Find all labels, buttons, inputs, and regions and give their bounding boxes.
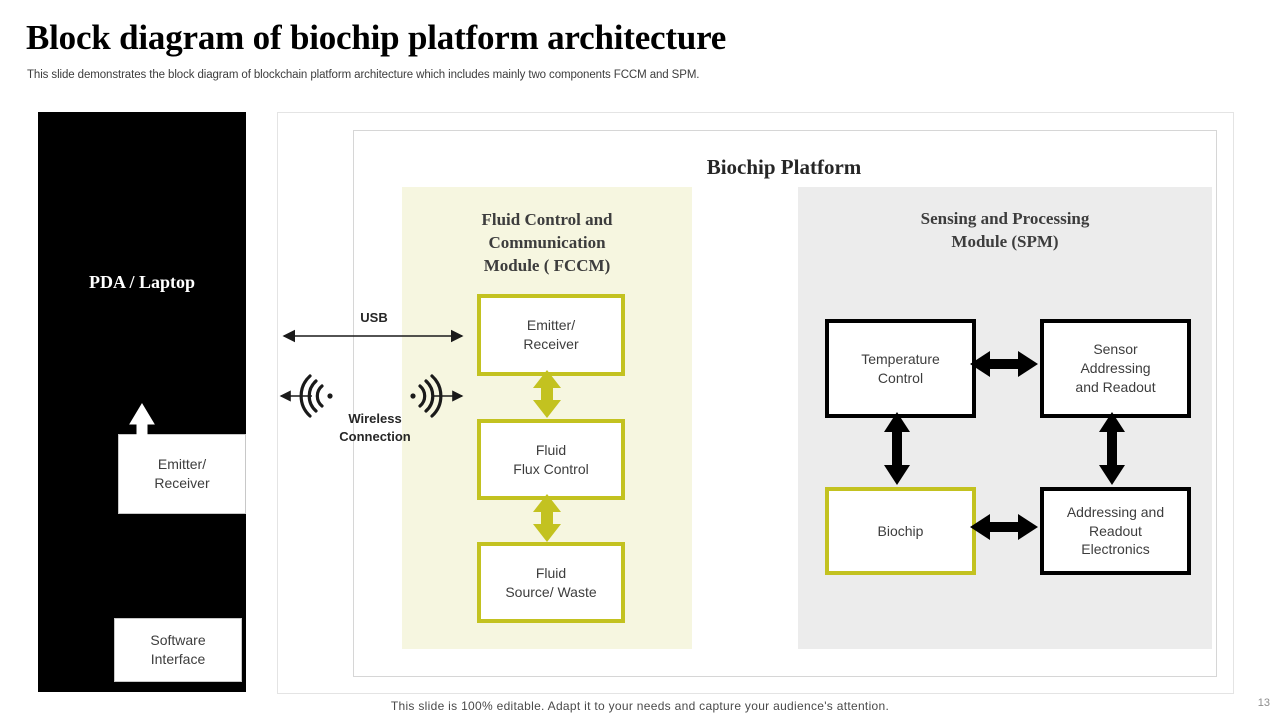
- box-fccm-fluid-source-waste[interactable]: Fluid Source/ Waste: [477, 542, 625, 623]
- box-label: Fluid Flux Control: [513, 441, 588, 479]
- box-fccm-fluid-flux-control[interactable]: Fluid Flux Control: [477, 419, 625, 500]
- box-line-1: Fluid: [535, 564, 567, 581]
- page-subtitle: This slide demonstrates the block diagra…: [27, 69, 700, 81]
- label-usb: USB: [360, 310, 388, 325]
- box-line-1: Addressing and: [1066, 503, 1165, 520]
- spm-heading-line-1: Sensing and Processing: [920, 209, 1090, 228]
- box-label: Emitter/ Receiver: [523, 316, 578, 354]
- box-biochip[interactable]: Biochip: [825, 487, 976, 575]
- box-line-2: Addressing: [1080, 360, 1151, 377]
- spm-panel: [798, 187, 1212, 649]
- fccm-heading: Fluid Control and Communication Module (…: [412, 209, 682, 278]
- page-title: Block diagram of biochip platform archit…: [26, 18, 727, 57]
- biochip-platform-title: Biochip Platform: [706, 155, 862, 179]
- fccm-heading-line-1: Fluid Control and: [481, 210, 613, 229]
- pda-laptop-title: PDA / Laptop: [88, 272, 196, 292]
- box-label: Sensor Addressing and Readout: [1075, 340, 1155, 397]
- label-wireless-connection: Wireless Connection: [310, 410, 440, 445]
- box-label: Addressing and Readout Electronics: [1067, 503, 1164, 560]
- fccm-heading-line-3: Module ( FCCM): [483, 255, 611, 275]
- box-line-2: Receiver: [154, 475, 210, 491]
- box-line-3: and Readout: [1075, 378, 1156, 395]
- box-line-1: Temperature: [861, 350, 940, 367]
- box-line-1: Sensor: [1093, 341, 1138, 358]
- page-number: 13: [1257, 697, 1270, 709]
- box-line-1: Emitter/: [526, 317, 576, 334]
- box-emitter-receiver-left[interactable]: Emitter/ Receiver: [118, 434, 246, 514]
- box-label: Emitter/ Receiver: [154, 455, 209, 493]
- spm-heading: Sensing and Processing Module (SPM): [808, 208, 1202, 254]
- box-line-3: Electronics: [1081, 541, 1150, 558]
- box-fccm-emitter-receiver[interactable]: Emitter/ Receiver: [477, 294, 625, 376]
- wireless-line-2: Connection: [339, 428, 411, 444]
- box-line-2: Source/ Waste: [505, 583, 597, 600]
- box-line-2: Flux Control: [513, 460, 589, 477]
- box-line-2: Receiver: [523, 336, 579, 352]
- box-line-2: Control: [877, 369, 924, 386]
- box-label: Biochip: [878, 522, 924, 541]
- box-software-interface[interactable]: Software Interface: [114, 618, 242, 682]
- pda-laptop-panel: PDA / Laptop Emitter/ Receiver Software …: [38, 112, 246, 692]
- box-line-1: Biochip: [877, 522, 924, 539]
- box-label: Software Interface: [150, 631, 205, 669]
- box-line-1: Software: [150, 632, 206, 649]
- box-line-2: Readout: [1089, 522, 1142, 539]
- box-label: Temperature Control: [861, 350, 940, 388]
- box-label: Fluid Source/ Waste: [505, 564, 596, 602]
- fccm-heading-line-2: Communication: [488, 232, 606, 252]
- box-line-1: Emitter/: [157, 456, 207, 473]
- box-line-2: Interface: [150, 651, 206, 667]
- box-line-1: Fluid: [535, 441, 567, 458]
- wireless-line-1: Wireless: [348, 411, 402, 426]
- box-addressing-readout-electronics[interactable]: Addressing and Readout Electronics: [1040, 487, 1191, 575]
- spm-heading-line-2: Module (SPM): [951, 231, 1059, 251]
- box-sensor-addressing-readout[interactable]: Sensor Addressing and Readout: [1040, 319, 1191, 418]
- footer-note: This slide is 100% editable. Adapt it to…: [390, 699, 890, 713]
- box-temperature-control[interactable]: Temperature Control: [825, 319, 976, 418]
